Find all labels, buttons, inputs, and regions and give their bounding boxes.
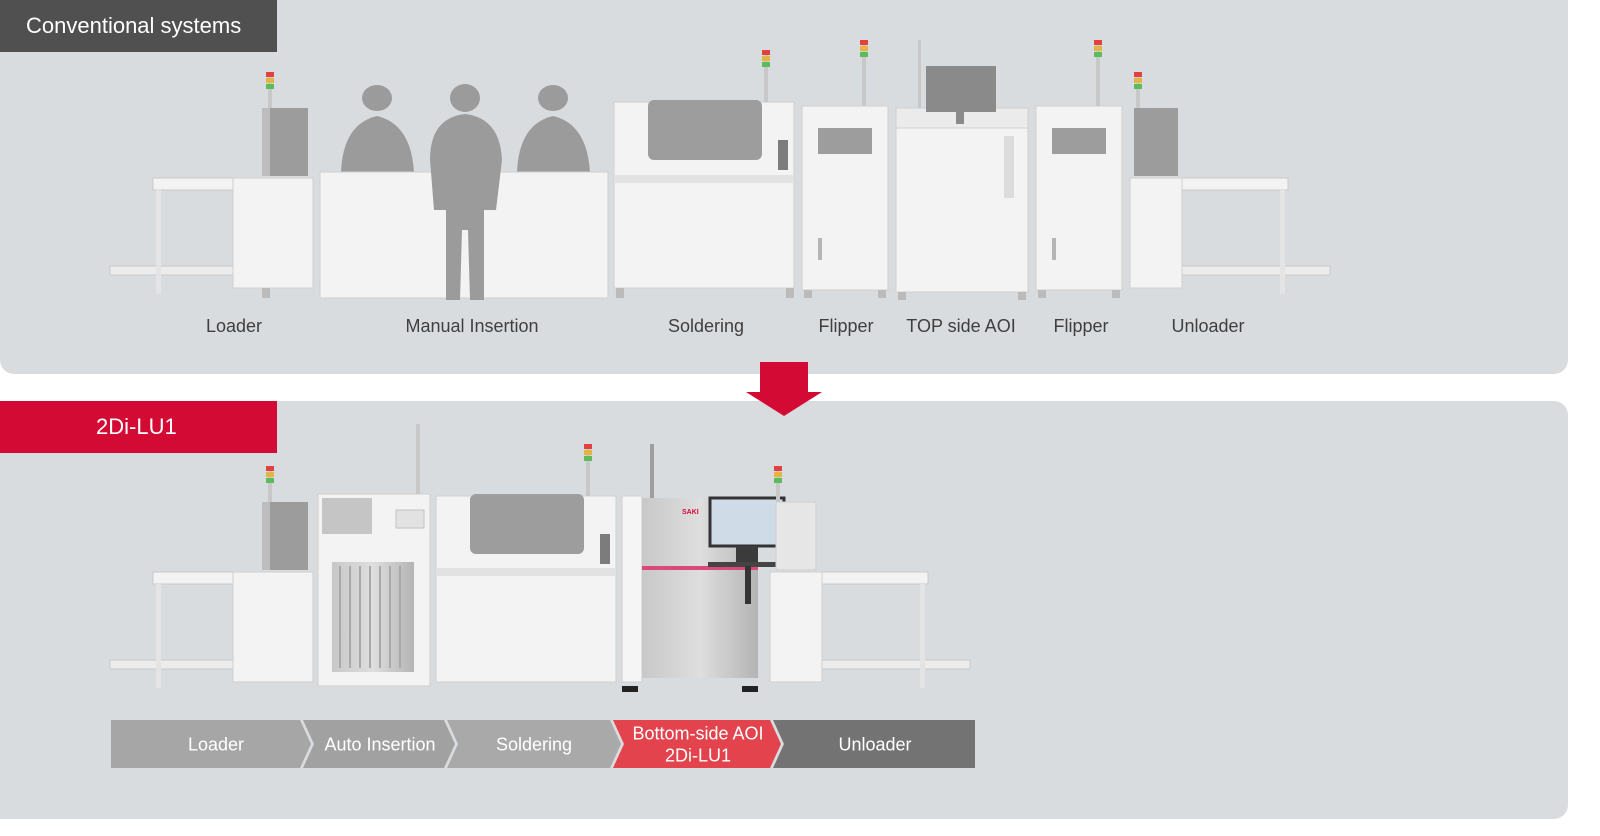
step-soldering xyxy=(447,720,621,768)
station-label-manual-insertion: Manual Insertion xyxy=(405,316,539,336)
step-label-loader: Loader xyxy=(187,734,245,755)
saki-logo-mark: SAKI xyxy=(682,509,699,516)
loader-machine-bottom xyxy=(109,466,314,688)
auto-insertion-machine xyxy=(317,424,431,687)
step-label-soldering: Soldering xyxy=(495,734,573,755)
step-label-unloader: Unloader xyxy=(838,734,912,755)
step-unloader xyxy=(773,720,975,768)
station-label-top-side-aoi: TOP side AOI xyxy=(906,316,1016,336)
lu1-title: 2Di-LU1 xyxy=(0,401,277,453)
step-bottom-side-aoi xyxy=(613,720,781,768)
loader-machine-top xyxy=(109,72,314,298)
flipper-machine-2 xyxy=(1035,40,1123,298)
top-side-aoi-machine xyxy=(895,40,1029,300)
station-label-loader: Loader xyxy=(205,316,263,336)
step-sublabel-2di-lu1: 2Di-LU1 xyxy=(664,745,732,766)
station-label-flipper-2: Flipper xyxy=(1053,316,1109,336)
soldering-machine-top xyxy=(613,50,795,298)
unloader-machine-top xyxy=(1129,72,1331,294)
step-auto-insertion xyxy=(303,720,455,768)
manual-insertion-station xyxy=(319,84,609,300)
unloader-machine-bottom xyxy=(769,466,971,688)
step-label-auto-insertion: Auto Insertion xyxy=(324,734,436,755)
step-loader xyxy=(111,720,311,768)
station-label-unloader: Unloader xyxy=(1171,316,1245,336)
flipper-machine-1 xyxy=(801,40,889,298)
step-label-bottom-side-aoi: Bottom-side AOI xyxy=(632,723,764,744)
down-arrow-icon xyxy=(746,362,822,416)
station-label-flipper-1: Flipper xyxy=(818,316,874,336)
soldering-machine-bottom xyxy=(435,444,617,683)
station-label-soldering: Soldering xyxy=(667,316,745,336)
2di-lu1-machine: SAKI xyxy=(621,444,786,692)
conventional-title: Conventional systems xyxy=(0,0,277,52)
